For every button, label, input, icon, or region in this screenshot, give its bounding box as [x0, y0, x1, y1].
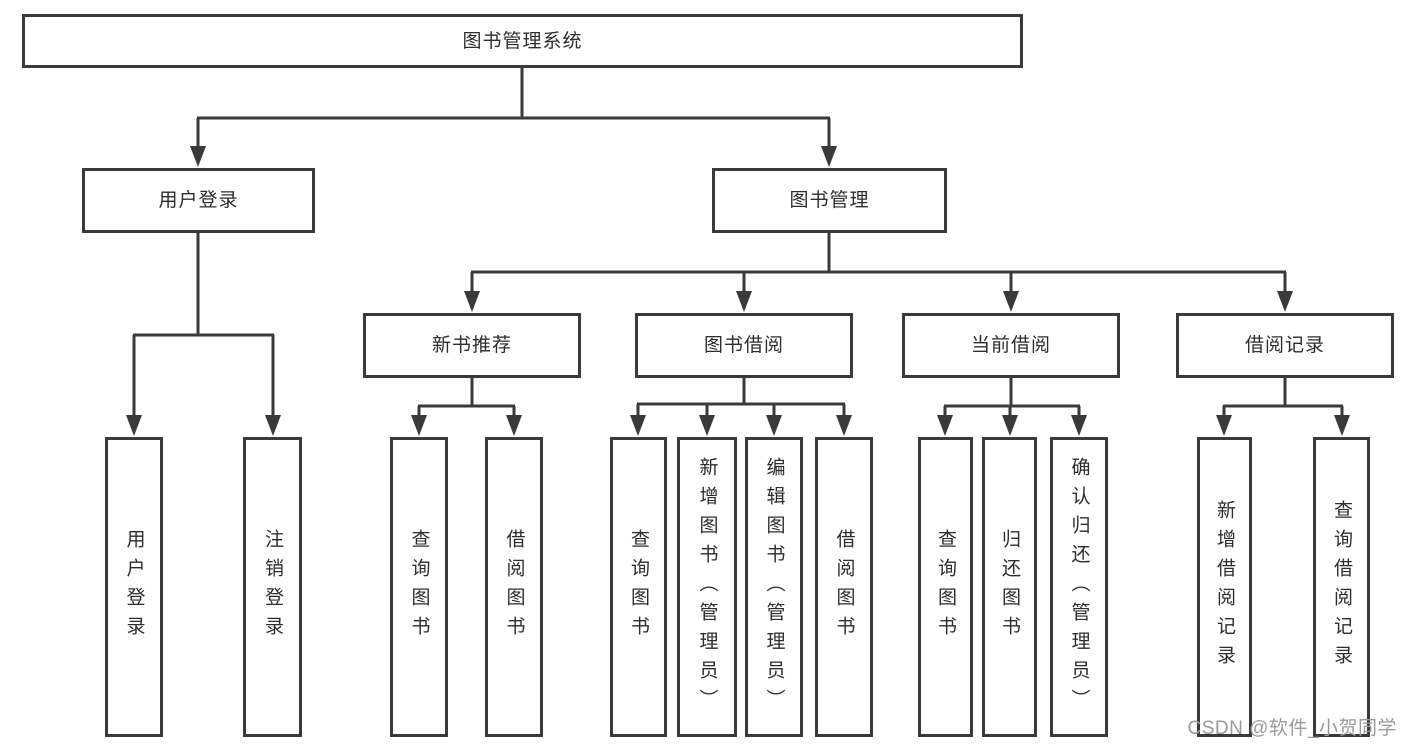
leaf-return-book: 归还图书 [982, 437, 1037, 737]
leaf-label: 查询图书 [628, 529, 649, 645]
node-book-borrow: 图书借阅 [635, 313, 853, 378]
leaf-borrow-book-under-borrow: 借阅图书 [815, 437, 873, 737]
leaf-label: 新增图书（管理员） [696, 456, 718, 718]
leaf-label: 新增借阅记录 [1214, 500, 1235, 674]
node-borrow-records: 借阅记录 [1176, 313, 1394, 378]
arrowhead [937, 415, 953, 436]
leaf-add-borrow-record: 新增借阅记录 [1197, 437, 1252, 737]
leaf-query-book-under-borrow: 查询图书 [610, 437, 667, 737]
connector-book-management-children [470, 233, 1287, 296]
node-new-book-recommend: 新书推荐 [363, 313, 581, 378]
leaf-label: 查询图书 [935, 529, 956, 645]
connector-recommend-children [417, 378, 516, 420]
arrowhead [1071, 415, 1087, 436]
connector-current-children [943, 378, 1081, 420]
node-label: 图书借阅 [703, 335, 784, 356]
leaf-borrow-book-under-recommend: 借阅图书 [485, 437, 543, 737]
arrowhead [265, 415, 281, 436]
connector-root-to-level2 [196, 68, 831, 150]
leaf-label: 编辑图书（管理员） [763, 456, 785, 718]
leaf-label: 查询图书 [408, 529, 430, 645]
leaf-logout-login: 注销登录 [243, 437, 302, 737]
node-label: 用户登录 [158, 190, 239, 211]
arrowhead [464, 291, 480, 312]
arrowhead [699, 415, 715, 436]
arrowhead [736, 291, 752, 312]
node-label: 新书推荐 [431, 335, 512, 356]
arrowhead [630, 415, 646, 436]
leaf-add-book-admin: 新增图书（管理员） [677, 437, 737, 737]
leaf-label: 归还图书 [999, 529, 1020, 645]
connector-borrow-children [636, 378, 846, 420]
node-user-login: 用户登录 [82, 168, 315, 233]
leaf-label: 借阅图书 [833, 529, 855, 645]
node-book-management: 图书管理 [712, 168, 947, 233]
arrowhead [836, 415, 852, 436]
leaf-edit-book-admin: 编辑图书（管理员） [745, 437, 803, 737]
leaf-label: 借阅图书 [503, 529, 525, 645]
leaf-label: 用户登录 [123, 529, 145, 645]
connector-records-children [1222, 378, 1344, 420]
node-label: 借阅记录 [1244, 335, 1325, 356]
arrowhead [1334, 415, 1350, 436]
node-label: 图书管理系统 [462, 30, 583, 52]
arrowhead [1003, 291, 1019, 312]
arrowhead [1216, 415, 1232, 436]
arrowhead [190, 146, 206, 167]
arrowhead [766, 415, 782, 436]
leaf-label: 查询借阅记录 [1331, 500, 1352, 674]
leaf-confirm-return-admin: 确认归还（管理员） [1050, 437, 1108, 737]
leaf-user-login: 用户登录 [105, 437, 163, 737]
leaf-query-borrow-record: 查询借阅记录 [1313, 437, 1370, 737]
arrowhead [506, 415, 522, 436]
node-current-borrow: 当前借阅 [902, 313, 1120, 378]
arrowhead [126, 415, 142, 436]
node-label: 当前借阅 [970, 335, 1051, 356]
leaf-label: 确认归还（管理员） [1068, 456, 1090, 718]
arrowhead [1002, 415, 1018, 436]
arrowhead [1277, 291, 1293, 312]
leaf-query-book-under-current: 查询图书 [918, 437, 973, 737]
leaf-query-book-under-recommend: 查询图书 [390, 437, 448, 737]
arrowhead [411, 415, 427, 436]
watermark-text: CSDN @软件_小贺同学 [1187, 718, 1397, 739]
arrowhead [821, 146, 837, 167]
node-label: 图书管理 [789, 190, 870, 211]
node-library-management-system: 图书管理系统 [22, 14, 1023, 68]
connector-user-login-children [132, 233, 275, 420]
leaf-label: 注销登录 [262, 529, 283, 645]
